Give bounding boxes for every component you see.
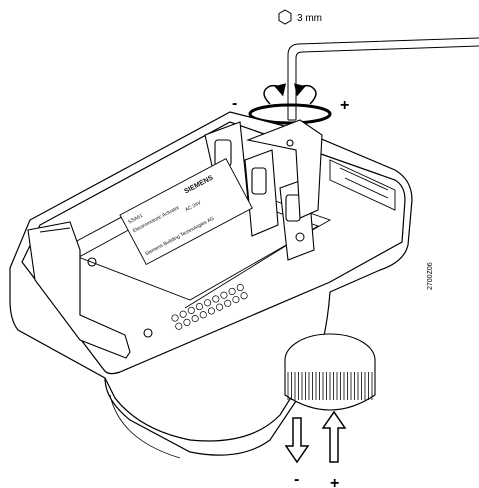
hexagon-key-icon: [278, 9, 292, 25]
terminal-hole: [220, 291, 228, 299]
terminal-hole: [195, 303, 204, 311]
linear-minus-label: -: [294, 471, 299, 488]
screw-icon: [295, 232, 305, 242]
left-bracket: [27, 221, 153, 359]
terminal-block: [171, 284, 248, 330]
adjustment-wheel: [284, 333, 376, 411]
rotate-cw-icon: [294, 83, 317, 105]
terminal-hole: [191, 314, 199, 323]
terminal-hole: [199, 311, 207, 319]
arrow-down-icon: [284, 417, 310, 464]
guide-blocks: [204, 119, 323, 261]
terminal-hole: [236, 284, 244, 292]
rotation-minus-label: -: [232, 95, 237, 112]
terminal-hole: [204, 299, 212, 307]
tool-size-label: 3 mm: [297, 13, 322, 24]
terminal-hole: [179, 310, 187, 318]
terminal-hole: [212, 295, 220, 303]
terminal-hole: [207, 307, 215, 315]
terminal-hole: [232, 295, 240, 304]
linear-plus-label: +: [330, 475, 339, 488]
rotation-indicator: - +: [232, 83, 349, 125]
tool-size-indicator: 3 mm: [278, 9, 322, 25]
terminal-hole: [183, 318, 191, 326]
terminal-hole: [216, 303, 224, 311]
terminal-hole: [240, 292, 248, 300]
rotate-ccw-icon: [263, 83, 286, 105]
rotation-plus-label: +: [340, 97, 349, 114]
linear-indicator: - +: [284, 410, 347, 488]
terminal-hole: [228, 287, 236, 295]
terminal-hole: [171, 314, 179, 322]
allen-key: [287, 37, 479, 121]
terminal-hole: [175, 322, 183, 330]
terminal-hole: [187, 306, 195, 314]
arrow-up-icon: [321, 410, 347, 463]
terminal-hole: [224, 299, 232, 307]
figure-reference: 2700Z06: [427, 262, 434, 290]
